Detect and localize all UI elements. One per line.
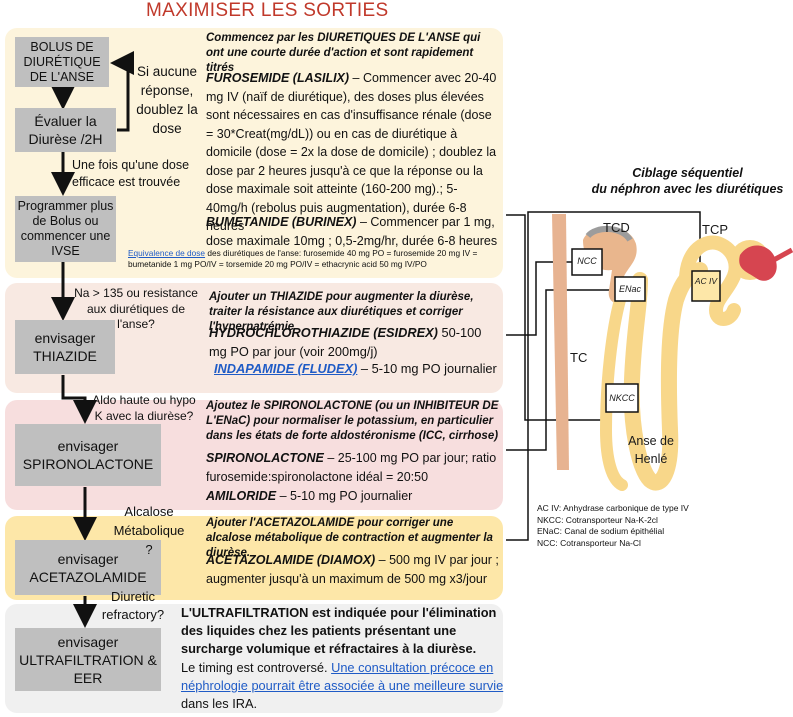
- tc-label: TC: [570, 350, 588, 365]
- bolus-box: BOLUS DE DIURÉTIQUE DE L'ANSE: [15, 37, 109, 87]
- collecting-duct: [552, 214, 569, 470]
- uf-timing: Le timing est controversé. Une consultat…: [181, 659, 507, 713]
- nephron-legend: AC IV: Anhydrase carbonique de type IV N…: [537, 503, 737, 549]
- spironolactone-label: envisager SPIRONOLACTONE: [22, 438, 154, 472]
- program-box: Programmer plus de Bolus ou commencer un…: [15, 196, 116, 262]
- proximal-tubule: [679, 235, 743, 326]
- afferent-arteriole: [768, 247, 793, 265]
- question-acetazol: Alcalose Métabolique ?: [113, 504, 185, 557]
- question-uf: Diuretic refractory?: [101, 589, 165, 622]
- ultrafiltration-label: envisager ULTRAFILTRATION & EER: [19, 633, 157, 686]
- ncc-box: [571, 248, 603, 276]
- furosemide-desc: – Commencer avec 20-40 mg IV (naïf de di…: [206, 71, 497, 233]
- indapamide-desc: – 5-10 mg PO journalier: [357, 361, 497, 376]
- indapamide-name[interactable]: INDAPAMIDE (FLUDEX): [214, 361, 358, 376]
- nephron-title: Ciblage séquentiel du néphron avec les d…: [585, 165, 790, 197]
- no-response-label: Si aucune réponse, doublez la dose: [136, 64, 198, 136]
- acetazolamide-box: envisager ACETAZOLAMIDE: [15, 540, 161, 595]
- dose-equivalence: Equivalence de dose des diurétiques de l…: [128, 248, 500, 269]
- ascending-limb: [599, 294, 628, 491]
- hctz-text: HYDROCHLOROTHIAZIDE (ESIDREX) 50-100 mg …: [209, 323, 501, 361]
- spironolactone-text: SPIRONOLACTONE – 25-100 mg PO par jour; …: [206, 449, 500, 486]
- loop-intro: Commencez par les DIURETIQUES DE L'ANSE …: [206, 32, 481, 74]
- bumetanide-desc: – Commencer par 1 mg, dose maximale 10mg…: [206, 215, 498, 248]
- page-title: MAXIMISER LES SORTIES: [146, 0, 389, 21]
- amiloride-desc: – 5-10 mg PO journalier: [276, 489, 413, 503]
- acetazolamide-name: ACETAZOLAMIDE (DIAMOX): [206, 553, 376, 567]
- tcp-label: TCP: [702, 222, 728, 237]
- acetazolamide-desc: – 500 mg IV par jour ; augmenter jusqu'à…: [206, 553, 499, 586]
- furosemide-text: FUROSEMIDE (LASILIX) – Commencer avec 20…: [206, 69, 498, 236]
- nkcc-box: [605, 383, 639, 413]
- bolus-label: BOLUS DE DIURÉTIQUE DE L'ANSE: [23, 39, 101, 84]
- nephron-title-line2: du néphron avec les diurétiques: [591, 182, 784, 196]
- anse-label: Anse de Henlé: [628, 434, 674, 466]
- uf-tail: dans les IRA.: [181, 696, 258, 711]
- indapamide-text: INDAPAMIDE (FLUDEX) – 5-10 mg PO journal…: [214, 360, 506, 379]
- bumetanide-text: BUMETANIDE (BURINEX) – Commencer par 1 m…: [206, 213, 498, 250]
- aciv-label: AC IV: [694, 276, 718, 286]
- legend-item: NKCC: Cotransporteur Na-K-2cl: [537, 514, 658, 525]
- program-label: Programmer plus de Bolus ou commencer un…: [17, 199, 114, 258]
- thiazide-label: envisager THIAZIDE: [33, 330, 97, 364]
- acetazolamide-text: ACETAZOLAMIDE (DIAMOX) – 500 mg IV par j…: [206, 551, 500, 588]
- amiloride-text: AMILORIDE – 5-10 mg PO journalier: [206, 487, 500, 506]
- uf-intro: L'ULTRAFILTRATION est indiquée pour l'él…: [181, 605, 497, 656]
- hctz-desc: 50-100 mg PO par jour (voir 200mg/j): [209, 325, 482, 359]
- glomerulus: [739, 245, 777, 281]
- evaluate-box: Évaluer la Diurèse /2H: [15, 108, 116, 152]
- nephron-title-line1: Ciblage séquentiel: [632, 166, 743, 180]
- spironolactone-name: SPIRONOLACTONE: [206, 451, 324, 465]
- equivalence-desc: des diurétiques de l'anse: furosemide 40…: [128, 248, 478, 269]
- nkcc-label: NKCC: [609, 393, 635, 403]
- legend-item: NCC: Cotransporteur Na-Cl: [537, 537, 641, 548]
- equivalence-link[interactable]: Equivalence de dose: [128, 248, 206, 258]
- tcd-label: TCD: [603, 220, 630, 235]
- evaluate-label: Évaluer la Diurèse /2H: [28, 113, 103, 147]
- furosemide-name: FUROSEMIDE (LASILIX): [206, 71, 350, 85]
- question-spiro: Aldo haute ou hypo K avec la diurèse?: [92, 393, 196, 423]
- loop-of-henle: [623, 262, 708, 491]
- distal-tubule-top: [585, 226, 633, 242]
- question-thiazide: Na > 135 ou resistance aux diurétiques d…: [74, 286, 198, 331]
- uf-timing-text: Le timing est controversé.: [181, 660, 332, 675]
- thiazide-box: envisager THIAZIDE: [15, 320, 115, 374]
- spiro-intro: Ajoutez le SPIRONOLACTONE (ou un INHIBIT…: [206, 400, 499, 442]
- acetazolamide-label: envisager ACETAZOLAMIDE: [29, 550, 147, 585]
- hctz-name: HYDROCHLOROTHIAZIDE (ESIDREX): [209, 325, 438, 340]
- legend-item: ENaC: Canal de sodium épithélial: [537, 526, 665, 537]
- spironolactone-desc: – 25-100 mg PO par jour; ratio furosemid…: [206, 451, 497, 484]
- enac-box: [614, 276, 646, 302]
- ncc-label: NCC: [577, 256, 597, 266]
- acetazol-connector: [506, 211, 701, 541]
- effective-dose-label: Une fois qu'une dose efficace est trouvé…: [72, 158, 190, 189]
- distal-tubule: [583, 226, 637, 303]
- acetazol-intro: Ajouter l'ACETAZOLAMIDE pour corriger un…: [206, 517, 493, 559]
- enac-label: ENac: [618, 284, 641, 294]
- thiazide-intro: Ajouter un THIAZIDE pour augmenter la di…: [209, 291, 474, 333]
- spironolactone-box: envisager SPIRONOLACTONE: [15, 424, 161, 486]
- nephrology-link[interactable]: Une consultation précoce en néphrologie …: [181, 660, 504, 693]
- bumetanide-name: BUMETANIDE (BURINEX): [206, 215, 357, 229]
- legend-item: AC IV: Anhydrase carbonique de type IV: [537, 503, 689, 513]
- spiro-connector: [506, 289, 615, 451]
- ultrafiltration-box: envisager ULTRAFILTRATION & EER: [15, 628, 161, 691]
- aciv-box: [691, 270, 721, 302]
- amiloride-name: AMILORIDE: [206, 489, 277, 503]
